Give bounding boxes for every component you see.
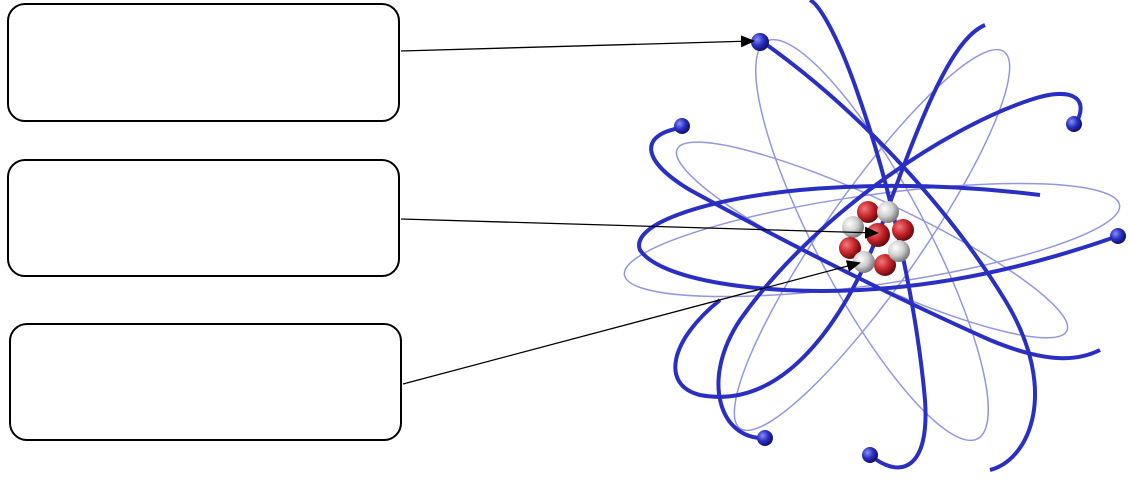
- electron-right: [1110, 228, 1126, 244]
- nucleus-proton-4: [874, 254, 896, 276]
- electron-top-right: [1066, 116, 1082, 132]
- orbit-2: [716, 92, 1083, 441]
- orbit-faint-1: [623, 182, 1121, 298]
- orbit-3: [649, 126, 1101, 361]
- nucleus-neutron-1: [877, 201, 899, 223]
- arrow-neutron: [402, 260, 861, 385]
- electron-bottom-left: [757, 430, 773, 446]
- nucleus-neutron-2: [842, 216, 864, 238]
- nucleus-proton-5: [866, 223, 890, 247]
- nucleus-neutron-4: [853, 251, 875, 273]
- label-box-proton[interactable]: [7, 159, 400, 277]
- nucleus-neutron-3: [888, 240, 910, 262]
- electron-left: [674, 118, 690, 134]
- label-box-neutron[interactable]: [9, 323, 402, 441]
- electron-top-left: [751, 33, 769, 51]
- arrow-electron: [400, 35, 755, 52]
- nucleus-proton-3: [839, 237, 861, 259]
- electrons: [674, 33, 1126, 463]
- orbit-1: [758, 38, 1037, 472]
- arrow-proton: [400, 218, 879, 239]
- leader-arrows: [400, 35, 879, 385]
- electron-bottom: [862, 447, 878, 463]
- orbit-5: [808, 0, 928, 470]
- label-box-electron[interactable]: [7, 3, 400, 122]
- orbit-6: [673, 23, 986, 399]
- nucleus-proton-1: [857, 201, 879, 223]
- orbit-4: [637, 183, 1119, 293]
- orbit-faint-3: [733, 48, 1011, 432]
- main-orbits: [637, 0, 1119, 472]
- nucleus-proton-2: [892, 219, 914, 241]
